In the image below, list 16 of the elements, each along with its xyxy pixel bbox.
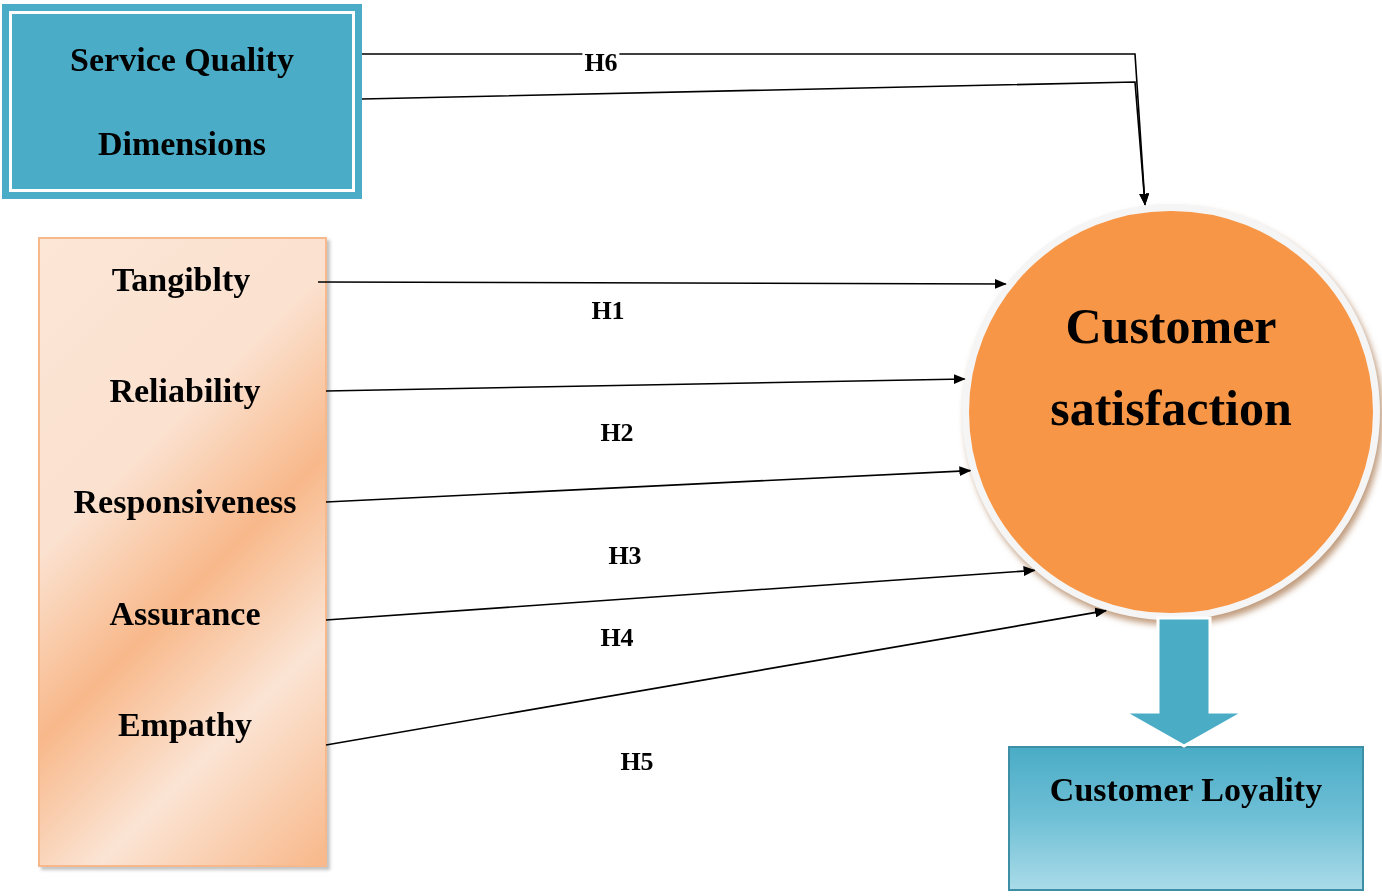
dimension-text: Responsiveness — [73, 481, 297, 522]
dimension-text: Reliability — [109, 370, 261, 411]
arrow — [325, 566, 1036, 621]
arrow — [317, 278, 1007, 289]
box-title: Service Quality Dimensions — [69, 39, 295, 164]
arrow — [325, 466, 972, 503]
dimension-panel — [38, 237, 327, 867]
dimension-text: Empathy — [117, 704, 253, 745]
outcome-box — [1008, 746, 1364, 891]
box-title: Customer Loyality — [1049, 770, 1323, 810]
dimension-text: Tangiblty — [111, 259, 251, 300]
arrow — [361, 81, 1150, 206]
dimension-text: Assurance — [109, 593, 261, 634]
category-box — [2, 4, 362, 199]
circle-label: Customer satisfaction — [1049, 297, 1293, 438]
arrow — [325, 374, 966, 392]
